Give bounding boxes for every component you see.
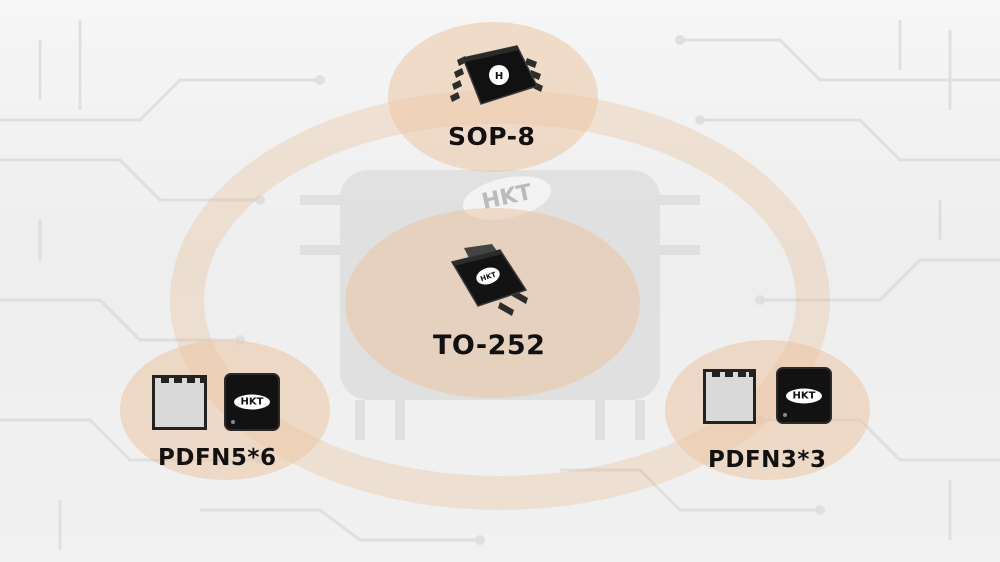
pdfn56-top-view-icon: HKT bbox=[224, 373, 280, 431]
pdfn33-chip-marking: HKT bbox=[786, 388, 822, 403]
svg-text:H: H bbox=[495, 71, 503, 82]
to252-highlight bbox=[345, 208, 640, 398]
sop8-label: SOP-8 bbox=[448, 122, 536, 151]
pdfn33-top-view-icon: HKT bbox=[776, 367, 832, 424]
pdfn33-label: PDFN3*3 bbox=[708, 447, 827, 473]
sop8-chip-icon: H bbox=[449, 42, 545, 114]
pdfn33-highlight bbox=[665, 340, 870, 480]
pin1-dot bbox=[783, 413, 787, 417]
pin1-dot bbox=[231, 420, 235, 424]
pdfn56-bottom-view-icon bbox=[152, 375, 207, 430]
pdfn56-label: PDFN5*6 bbox=[158, 445, 277, 471]
pdfn56-chip-marking: HKT bbox=[234, 394, 270, 410]
to252-label: TO-252 bbox=[433, 330, 546, 361]
pdfn33-bottom-view-icon bbox=[703, 369, 756, 424]
to252-chip-icon: HKT bbox=[442, 244, 542, 326]
